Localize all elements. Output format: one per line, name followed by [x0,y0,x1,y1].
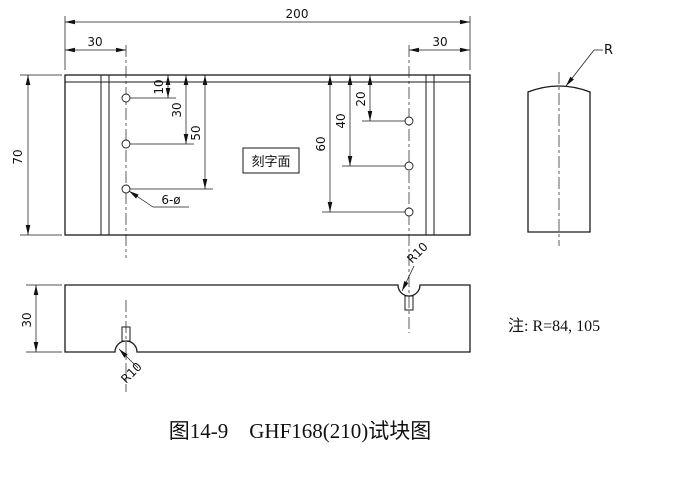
dim-front-height-label: 30 [20,312,34,327]
dim-right-hole-1-label: 20 [354,91,368,106]
side-view-outline [527,85,591,233]
hole-centerlines [125,45,410,258]
dim-right-offset-label: 30 [432,35,447,49]
dimensions-left-hole-group: 10 30 50 [152,75,208,189]
dim-left-offset-label: 30 [87,35,102,49]
holes-diameter-callout: 6-ø [128,190,189,208]
dim-height-label: 70 [11,149,25,164]
hole [404,207,414,217]
engraving-face-label: 刻字面 [251,154,290,169]
hole [404,161,414,171]
hole [121,184,131,194]
holes-callout-label: 6-ø [161,193,180,207]
dim-total-width-label: 200 [286,7,309,21]
top-view: 200 30 30 70 10 30 50 20 40 [11,7,471,258]
dimension-left-offset: 30 [65,35,126,53]
dimension-right-offset: 30 [409,35,470,53]
hole [121,93,131,103]
front-view: R10 R10 30 [20,240,471,392]
side-view: R [527,43,613,246]
note-text: 注: R=84, 105 [508,317,600,335]
notch-left-radius-callout: R10 [118,348,145,387]
radius-callout: R [565,43,613,87]
dim-left-hole-3-label: 50 [189,125,203,140]
engraving-face-callout: 刻字面 [242,147,300,174]
dimension-height-70: 70 [11,75,31,235]
notch-left-radius-label: R10 [118,360,145,387]
hole [121,139,131,149]
dim-left-hole-1-label: 10 [152,79,166,94]
dim-right-hole-3-label: 60 [314,136,328,151]
radius-callout-label: R [604,43,613,58]
dimension-front-height: 30 [20,284,62,353]
notch-right-radius-callout: R10 [401,240,431,292]
front-view-outline [64,284,471,353]
hole [404,116,414,126]
dim-left-hole-2-label: 30 [170,102,184,117]
dim-right-hole-2-label: 40 [334,113,348,128]
dimension-total-width: 200 [65,7,470,25]
dimensions-right-hole-group: 20 40 60 [314,75,373,212]
notch-right-radius-label: R10 [404,240,431,267]
top-view-outline [64,74,471,236]
figure-caption: 图14-9 GHF168(210)试块图 [169,419,432,443]
